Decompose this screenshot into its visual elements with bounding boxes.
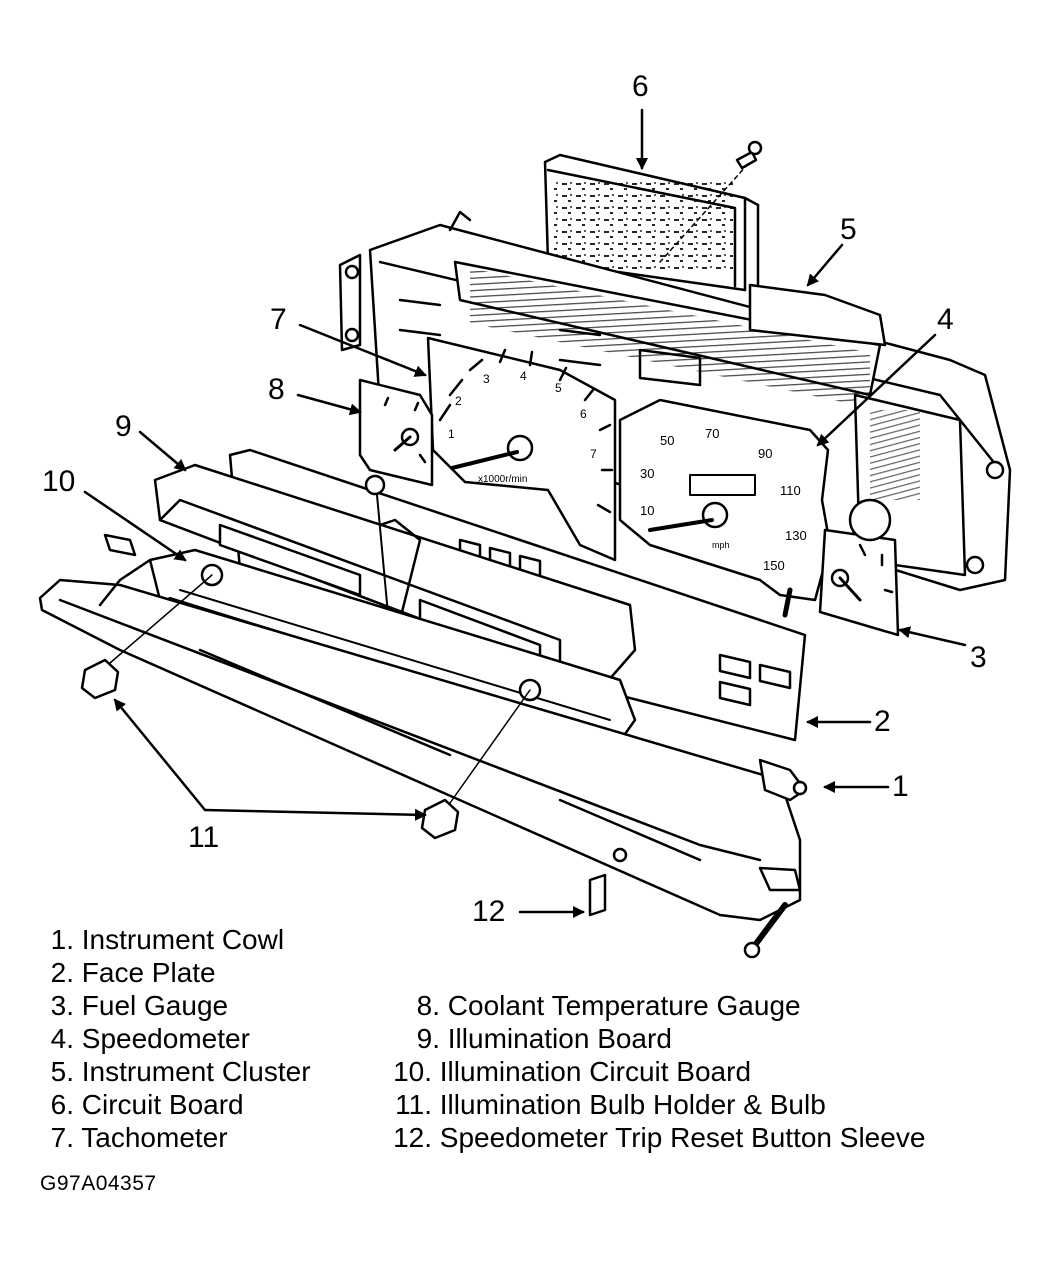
callout-arrows [83, 108, 967, 918]
legend-number: 11. [395, 1089, 432, 1120]
legend-number: 4. [50, 1023, 74, 1054]
legend-text: Speedometer Trip Reset Button Sleeve [439, 1122, 926, 1153]
callout-11: 11 [188, 821, 220, 854]
speedo-mph-number: 30 [640, 466, 654, 481]
legend-number: 9. [416, 1023, 440, 1054]
callout-6: 6 [632, 70, 649, 103]
tach-number: 3 [483, 372, 490, 386]
tach-number: 7 [590, 447, 597, 461]
legend-item: 7. Tachometer [40, 1122, 228, 1154]
speedo-mph-number: 70 [705, 426, 719, 441]
callout-8: 8 [268, 373, 285, 406]
callout-3: 3 [970, 641, 987, 674]
trip-reset-sleeve-part [588, 873, 607, 917]
bulb-holder-right [420, 689, 531, 840]
legend-item: 6. Circuit Board [40, 1089, 244, 1121]
legend-item: 11. Illumination Bulb Holder & Bulb [390, 1089, 826, 1121]
callout-10: 10 [42, 465, 76, 498]
legend-number: 5. [50, 1056, 74, 1087]
legend-text: Circuit Board [81, 1089, 244, 1120]
tach-unit-label: x1000r/min [478, 474, 527, 485]
speedo-mph-number: 90 [758, 446, 772, 461]
legend-number: 6. [50, 1089, 74, 1120]
callout-9: 9 [115, 410, 132, 443]
circuit-board-part [543, 140, 763, 292]
legend-item: 8. Coolant Temperature Gauge [398, 990, 801, 1022]
legend-text: Illumination Board [447, 1023, 672, 1054]
legend-text: Instrument Cluster [81, 1056, 311, 1087]
speedo-mph-number: 130 [785, 528, 807, 543]
legend-item: 10. Illumination Circuit Board [390, 1056, 751, 1088]
legend-number: 8. [416, 990, 440, 1021]
speedometer-part [618, 398, 832, 618]
tach-number: 2 [455, 394, 462, 408]
legend-item: 1. Instrument Cowl [40, 924, 284, 956]
legend-item: 4. Speedometer [40, 1023, 250, 1055]
cowl-screw-part [743, 902, 788, 959]
fuel-gauge-part [818, 498, 900, 637]
legend-item: 2. Face Plate [40, 957, 216, 989]
callout-7: 7 [270, 303, 287, 336]
legend-number: 10. [393, 1056, 432, 1087]
tach-number: 5 [555, 381, 562, 395]
speedo-unit: mph [712, 540, 730, 550]
legend-number: 3. [50, 990, 74, 1021]
legend-item: 5. Instrument Cluster [40, 1056, 311, 1088]
legend-text: Instrument Cowl [81, 924, 285, 955]
legend-number: 1. [50, 924, 74, 955]
legend-text: Face Plate [81, 957, 216, 988]
callout-4: 4 [937, 303, 954, 336]
callout-1: 1 [892, 770, 909, 803]
tach-number: 4 [520, 369, 527, 383]
legend-text: Speedometer [81, 1023, 250, 1054]
tachometer-part [426, 336, 617, 562]
bulb-holder-left [80, 574, 213, 700]
legend-item: 12. Speedometer Trip Reset Button Sleeve [390, 1122, 925, 1154]
legend-text: Fuel Gauge [81, 990, 229, 1021]
callout-5: 5 [840, 213, 857, 246]
legend-number: 12. [393, 1122, 432, 1153]
speedo-mph-number: 110 [780, 483, 801, 498]
legend-text: Illumination Bulb Holder & Bulb [439, 1089, 826, 1120]
tach-number: 1 [448, 427, 455, 441]
speedo-mph-number: 150 [763, 558, 785, 573]
legend-item: 9. Illumination Board [398, 1023, 672, 1055]
coolant-gauge-part [358, 378, 434, 487]
legend-text: Tachometer [81, 1122, 228, 1153]
speedo-mph-number: 50 [660, 433, 674, 448]
legend-number: 2. [50, 957, 74, 988]
speedo-mph-number: 10 [640, 503, 654, 518]
legend-number: 7. [50, 1122, 74, 1153]
callout-2: 2 [874, 705, 891, 738]
legend-item: 3. Fuel Gauge [40, 990, 228, 1022]
instrument-cowl-part [38, 533, 808, 922]
legend-text: Illumination Circuit Board [439, 1056, 752, 1087]
legend-text: Coolant Temperature Gauge [447, 990, 801, 1021]
figure-id: G97A04357 [40, 1172, 157, 1195]
callout-12: 12 [472, 895, 506, 928]
tach-number: 6 [580, 407, 587, 421]
